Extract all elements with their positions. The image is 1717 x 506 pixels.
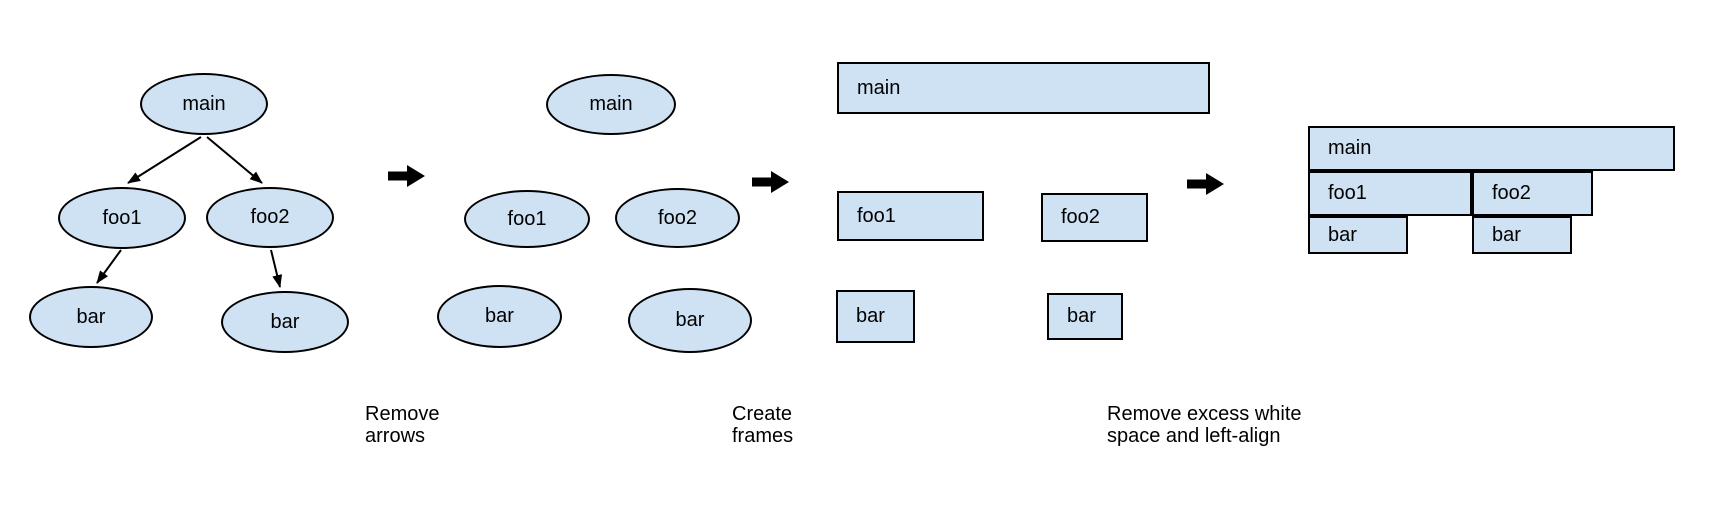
spaced-node-foo1: foo1 <box>464 190 590 248</box>
edge-foo2-bar <box>270 249 283 288</box>
edge-foo1-bar <box>96 249 122 284</box>
node-label: bar <box>856 305 885 327</box>
transform-arrow-2 <box>752 171 789 193</box>
frame-foo2: foo2 <box>1041 193 1148 242</box>
flame-bar-left: bar <box>1308 216 1408 254</box>
tree-node-main: main <box>140 73 268 135</box>
caption-line: arrows <box>365 425 426 447</box>
tree-node-bar-left: bar <box>29 286 153 348</box>
transform-arrow-1 <box>388 165 425 187</box>
spaced-node-bar-left: bar <box>437 285 562 348</box>
spaced-node-main: main <box>546 74 676 135</box>
node-label: bar <box>76 305 106 328</box>
spaced-node-foo2: foo2 <box>615 188 740 248</box>
flame-foo2: foo2 <box>1472 171 1593 216</box>
edge-main-foo2 <box>206 136 263 184</box>
node-label: bar <box>485 305 514 327</box>
node-label: bar <box>675 309 705 331</box>
caption-left-align: Remove excess white space and left-align <box>1107 403 1302 447</box>
caption-line: Remove excess white <box>1107 403 1302 425</box>
node-label: main <box>182 92 226 115</box>
node-label: foo1 <box>1328 182 1367 204</box>
caption-line: Remove <box>365 403 440 425</box>
node-label: main <box>1328 137 1372 159</box>
node-label: foo2 <box>658 206 697 229</box>
frame-bar-left: bar <box>836 290 915 343</box>
node-label: main <box>857 76 901 99</box>
frame-bar-right: bar <box>1047 293 1123 340</box>
caption-line: frames <box>732 425 794 447</box>
node-label: foo1 <box>102 206 142 229</box>
tree-node-bar-right: bar <box>221 291 349 353</box>
caption-line: space and left-align <box>1107 425 1281 447</box>
node-label: bar <box>270 310 300 333</box>
node-label: foo2 <box>1492 182 1531 204</box>
node-label: foo2 <box>250 206 290 228</box>
flame-foo1: foo1 <box>1308 171 1472 216</box>
transform-arrow-3 <box>1187 173 1224 195</box>
node-label: foo1 <box>507 207 547 230</box>
node-label: bar <box>1492 223 1521 246</box>
caption-remove-arrows: Remove arrows <box>365 403 439 447</box>
frame-foo1: foo1 <box>837 191 984 241</box>
flame-main: main <box>1308 126 1675 171</box>
caption-create-frames: Create frames <box>732 403 793 447</box>
node-label: main <box>589 93 633 115</box>
spaced-node-bar-right: bar <box>628 288 752 353</box>
node-label: bar <box>1328 223 1357 246</box>
tree-node-foo2: foo2 <box>206 187 334 248</box>
node-label: foo1 <box>857 204 896 227</box>
tree-node-foo1: foo1 <box>58 187 186 249</box>
flame-bar-right: bar <box>1472 216 1572 254</box>
edge-main-foo1 <box>127 136 202 184</box>
node-label: foo2 <box>1061 206 1100 228</box>
caption-line: Create <box>732 403 793 425</box>
node-label: bar <box>1067 305 1096 327</box>
frame-main: main <box>837 62 1210 114</box>
